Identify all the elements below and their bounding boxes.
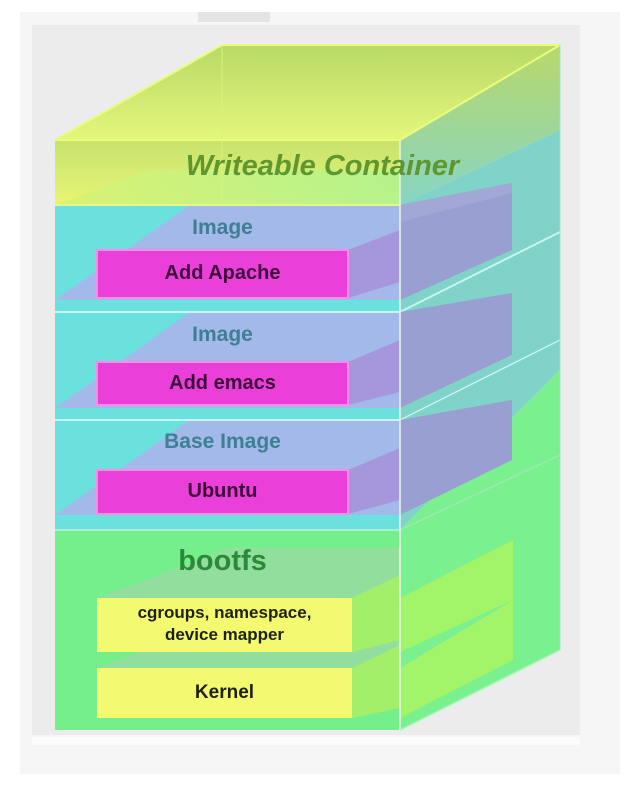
ubuntu-label: Ubuntu	[187, 480, 258, 502]
bottom-strip	[32, 737, 580, 745]
base-image-label: Base Image	[164, 430, 281, 453]
writeable-container-title: Writeable Container	[185, 150, 460, 182]
writeable-container-layer	[55, 45, 400, 205]
pink-box-sides	[348, 230, 400, 514]
cgroups-box	[97, 598, 352, 652]
kernel-box	[97, 668, 352, 718]
kernel-label: Kernel	[194, 682, 255, 703]
ubuntu-box	[96, 469, 349, 515]
add-apache-box	[96, 249, 349, 299]
image-layer-1-label: Image	[192, 216, 253, 239]
add-emacs-box	[96, 361, 349, 406]
add-apache-label: Add Apache	[164, 262, 281, 284]
cgroups-label-line1: cgroups, namespace,	[137, 603, 312, 622]
cgroups-label-line2: device mapper	[164, 625, 285, 644]
image-layer-2-label: Image	[192, 323, 253, 346]
cube-right-face	[399, 45, 561, 730]
add-emacs-label: Add emacs	[169, 372, 276, 394]
top-tab	[198, 12, 270, 22]
bootfs-label: bootfs	[178, 545, 267, 577]
